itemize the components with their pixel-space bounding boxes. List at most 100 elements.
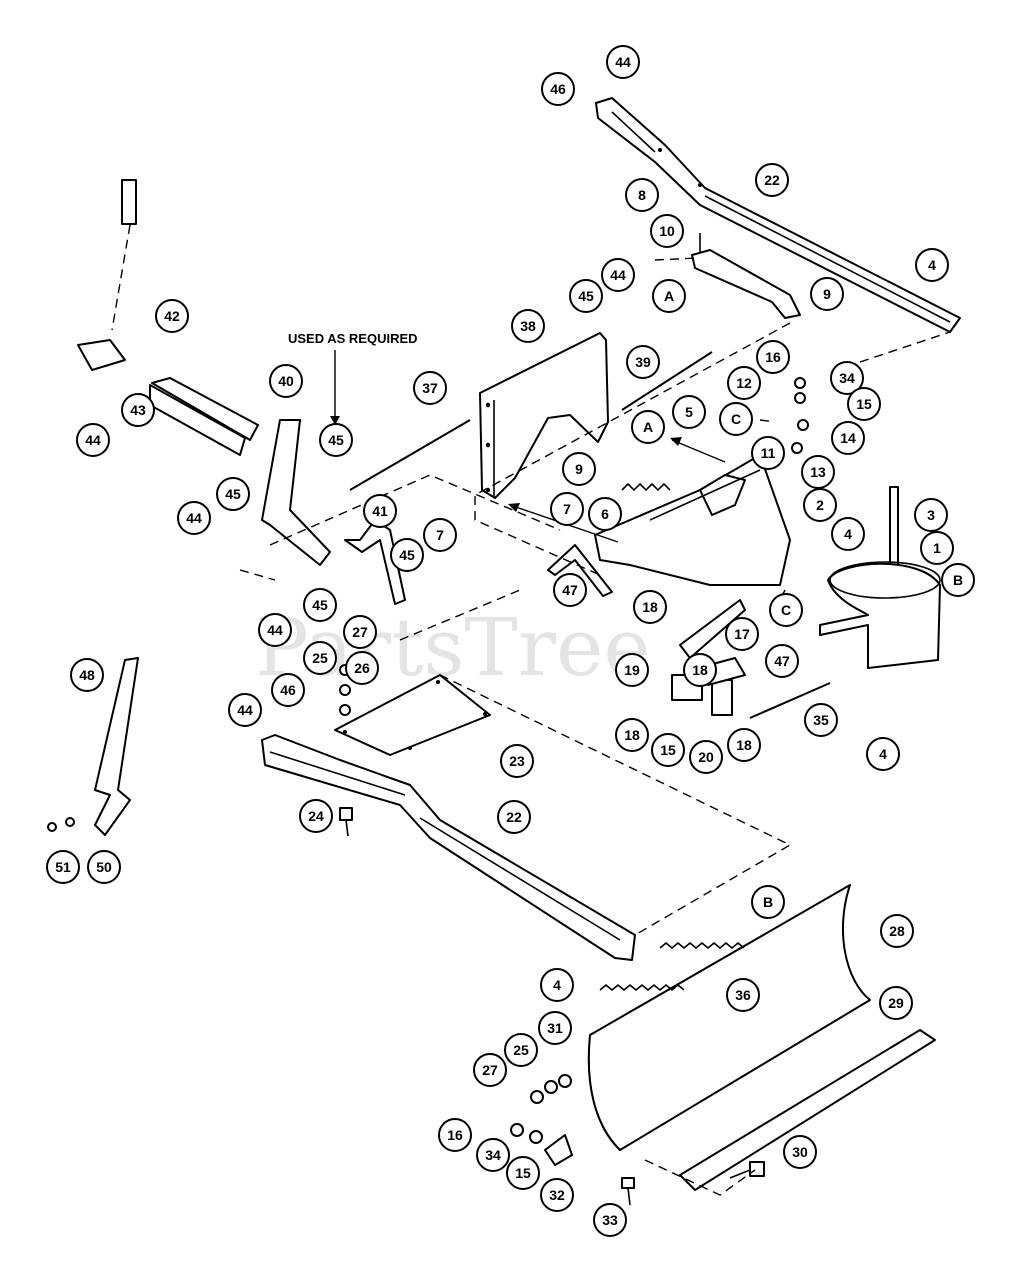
callout-46: 46 <box>271 673 305 707</box>
callout-label: 29 <box>888 995 904 1011</box>
mounting-plate <box>479 332 609 499</box>
callout-14: 14 <box>831 421 865 455</box>
callout-18: 18 <box>633 590 667 624</box>
bracket-48 <box>94 657 139 836</box>
callout-label: 11 <box>761 445 776 461</box>
callout-label: 1 <box>933 540 941 556</box>
callout-label: 46 <box>280 682 296 698</box>
callout-9: 9 <box>810 277 844 311</box>
callout-label: A <box>664 288 674 304</box>
callout-48: 48 <box>70 658 104 692</box>
callout-31: 31 <box>538 1011 572 1045</box>
spring-36-b <box>599 983 685 992</box>
callout-15: 15 <box>847 387 881 421</box>
callout-label: 16 <box>447 1127 463 1143</box>
callout-16: 16 <box>438 1118 472 1152</box>
callout-label: 44 <box>186 510 202 526</box>
callout-5: 5 <box>672 395 706 429</box>
skid-shoe-32 <box>544 1134 573 1166</box>
bolt-24 <box>339 807 353 837</box>
callout-label: 6 <box>601 506 609 522</box>
pivot-bracket <box>594 454 791 586</box>
callout-label: 40 <box>278 373 294 389</box>
callout-label: B <box>953 572 963 588</box>
callout-26: 26 <box>345 651 379 685</box>
callout-13: 13 <box>801 455 835 489</box>
callout-24: 24 <box>299 799 333 833</box>
callout-label: 22 <box>506 809 522 825</box>
callout-46: 46 <box>541 72 575 106</box>
callout-4: 4 <box>866 737 900 771</box>
callout-label: 31 <box>547 1020 563 1036</box>
spring-36-a <box>659 941 745 950</box>
callout-label: 34 <box>839 370 855 386</box>
note-arrowhead <box>330 416 340 425</box>
callout-3: 3 <box>914 498 948 532</box>
callout-43: 43 <box>121 393 155 427</box>
callout-label: A <box>643 419 653 435</box>
lift-handle <box>111 179 137 331</box>
callout-label: 47 <box>562 582 578 598</box>
callout-A: A <box>652 279 686 313</box>
lower-frame-rail <box>261 734 636 961</box>
callout-label: 18 <box>642 599 658 615</box>
callout-label: 45 <box>225 486 241 502</box>
callout-label: 37 <box>422 380 438 396</box>
callout-label: 2 <box>816 497 824 513</box>
callout-label: 25 <box>513 1042 529 1058</box>
callout-label: 34 <box>485 1147 501 1163</box>
callout-4: 4 <box>915 248 949 282</box>
callout-label: 45 <box>312 597 328 613</box>
rod-39 <box>621 351 713 411</box>
blade-28 <box>587 884 871 1151</box>
callout-25: 25 <box>504 1033 538 1067</box>
callout-label: 42 <box>164 308 180 324</box>
callout-18: 18 <box>683 653 717 687</box>
callout-27: 27 <box>473 1053 507 1087</box>
callout-label: 35 <box>813 712 829 728</box>
callout-label: 30 <box>792 1144 808 1160</box>
callout-B: B <box>751 885 785 919</box>
callout-22: 22 <box>755 163 789 197</box>
callout-label: 43 <box>130 402 146 418</box>
callout-51: 51 <box>46 850 80 884</box>
lift-arm-40 <box>261 419 331 566</box>
callout-34: 34 <box>476 1138 510 1172</box>
bolt-30 <box>729 1161 765 1179</box>
callout-label: 50 <box>96 859 112 875</box>
callout-label: 19 <box>624 662 640 678</box>
callout-36: 36 <box>726 978 760 1012</box>
assembly-lines <box>239 257 951 1196</box>
callout-12: 12 <box>727 366 761 400</box>
callout-10: 10 <box>650 214 684 248</box>
callout-41: 41 <box>363 494 397 528</box>
callout-15: 15 <box>651 733 685 767</box>
callout-44: 44 <box>258 613 292 647</box>
callout-19: 19 <box>615 653 649 687</box>
callout-label: 7 <box>563 501 571 517</box>
callout-4: 4 <box>540 968 574 1002</box>
mount-bracket <box>691 233 801 319</box>
callout-23: 23 <box>500 744 534 778</box>
callout-label: 41 <box>372 503 388 519</box>
callout-label: 22 <box>764 172 780 188</box>
callout-label: 4 <box>844 526 852 542</box>
callout-label: 20 <box>698 749 714 765</box>
callout-label: C <box>731 411 741 427</box>
callout-label: 14 <box>840 430 856 446</box>
callout-label: 7 <box>436 527 444 543</box>
callout-label: 9 <box>575 461 583 477</box>
callout-9: 9 <box>562 452 596 486</box>
callout-label: 18 <box>736 737 752 753</box>
callout-44: 44 <box>177 501 211 535</box>
callout-label: 15 <box>660 742 676 758</box>
callout-label: 44 <box>615 54 631 70</box>
callout-label: 9 <box>823 286 831 302</box>
callout-label: 5 <box>685 404 693 420</box>
callout-8: 8 <box>625 178 659 212</box>
callout-34: 34 <box>830 361 864 395</box>
callout-label: C <box>781 602 791 618</box>
callout-15: 15 <box>506 1156 540 1190</box>
